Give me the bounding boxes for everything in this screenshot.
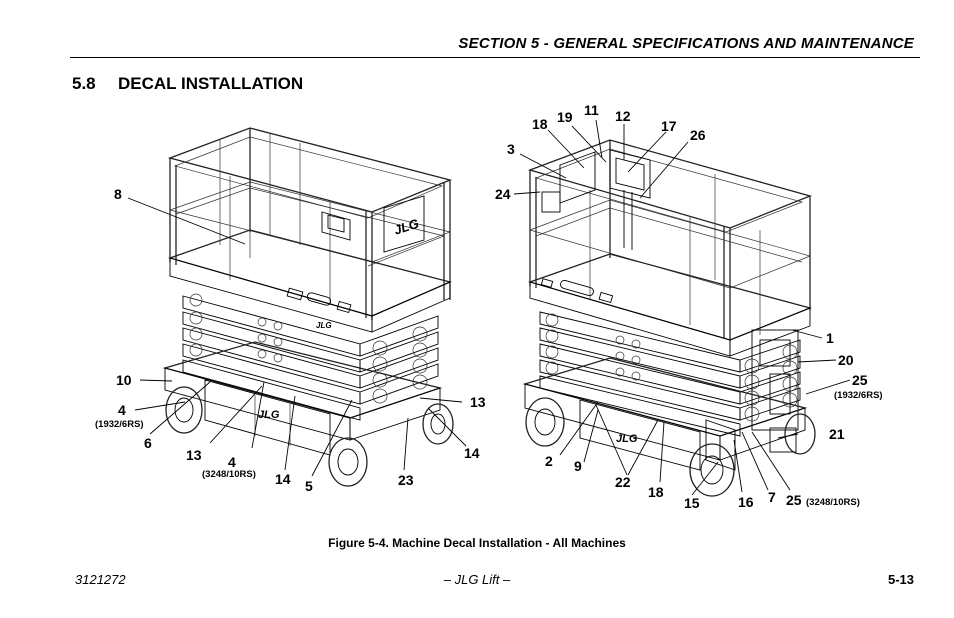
- callout-26: 26: [690, 127, 706, 143]
- callout-1932-6rs-right: (1932/6RS): [834, 390, 883, 401]
- footer-page-number: 5-13: [887, 572, 914, 587]
- right-leader-lines: [513, 119, 851, 496]
- callout-9: 9: [574, 458, 582, 474]
- left-scissor-jlg-logo: JLG: [316, 321, 332, 330]
- callout-18-top: 18: [532, 116, 548, 132]
- callout-13-left: 13: [186, 447, 202, 463]
- callout-22: 22: [615, 474, 631, 490]
- callout-1: 1: [826, 330, 834, 346]
- callout-13-right: 13: [470, 394, 486, 410]
- right-machine-drawing: JLG: [522, 139, 816, 497]
- callout-7: 7: [768, 489, 776, 505]
- callout-17: 17: [661, 118, 677, 134]
- callout-25-bottom: 25: [786, 492, 802, 508]
- callout-10: 10: [116, 372, 132, 388]
- callout-2: 2: [545, 453, 553, 469]
- section-header-title: SECTION 5 - GENERAL SPECIFICATIONS AND M…: [458, 35, 914, 52]
- callout-20: 20: [838, 352, 854, 368]
- callout-16: 16: [738, 494, 754, 510]
- left-rail-jlg-logo: JLG: [392, 216, 421, 238]
- callout-3248-10rs-right: (3248/10RS): [806, 497, 860, 508]
- left-machine-wheels: [165, 386, 454, 487]
- callout-18-bottom: 18: [648, 484, 664, 500]
- section-title: DECAL INSTALLATION: [118, 74, 304, 93]
- callout-4-bottom: 4: [228, 454, 236, 470]
- callout-14-bottom: 14: [275, 471, 291, 487]
- callout-23: 23: [398, 472, 414, 488]
- left-leader-lines: [127, 197, 467, 477]
- callout-1932-6rs-left: (1932/6RS): [95, 419, 144, 430]
- callout-12: 12: [615, 108, 631, 124]
- left-machine-drawing: JLG JLG JLG: [162, 127, 454, 487]
- right-machine-wheels: [525, 397, 816, 497]
- callout-15: 15: [684, 495, 700, 511]
- callout-5: 5: [305, 478, 313, 494]
- callout-14-right: 14: [464, 445, 480, 461]
- left-chassis-jlg-logo: JLG: [258, 409, 280, 421]
- decal-installation-figure: JLG JLG JLG 8 10 4 (1932/6RS) 6 13 4 (32…: [95, 102, 883, 511]
- footer-center-text: – JLG Lift –: [443, 572, 511, 587]
- callout-24: 24: [495, 186, 511, 202]
- figure-caption: Figure 5-4. Machine Decal Installation -…: [328, 536, 626, 550]
- callout-8: 8: [114, 186, 122, 202]
- callout-3: 3: [507, 141, 515, 157]
- callout-21: 21: [829, 426, 845, 442]
- callout-6: 6: [144, 435, 152, 451]
- callout-19: 19: [557, 109, 573, 125]
- header-rule: [70, 57, 920, 58]
- callout-4-left: 4: [118, 402, 126, 418]
- right-chassis-jlg-logo: JLG: [616, 433, 638, 445]
- callout-11: 11: [584, 102, 599, 118]
- callout-25-top: 25: [852, 372, 868, 388]
- callout-3248-10rs-left: (3248/10RS): [202, 469, 256, 480]
- footer-doc-number: 3121272: [75, 572, 126, 587]
- section-number: 5.8: [72, 74, 96, 93]
